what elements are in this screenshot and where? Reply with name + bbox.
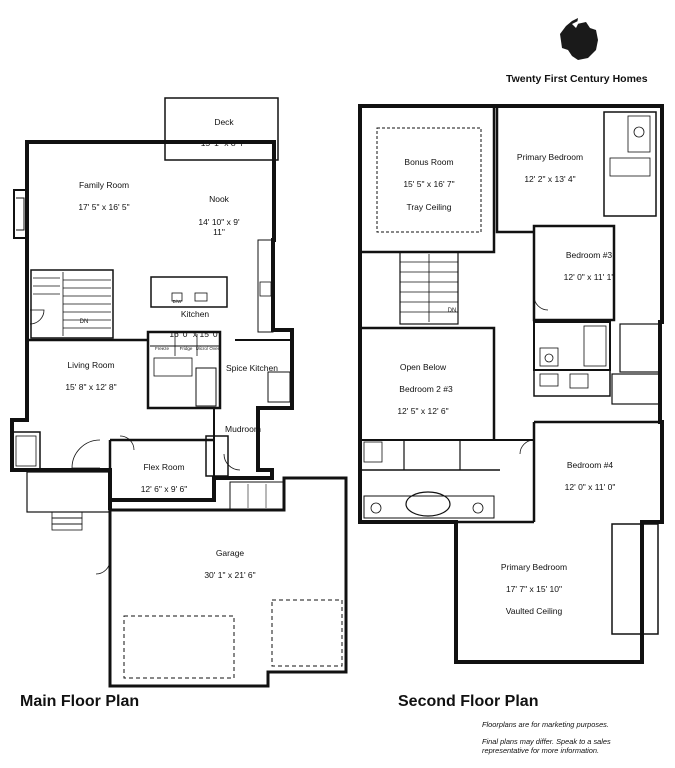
kitchen-name: Kitchen [181, 309, 210, 319]
garage-name: Garage [216, 548, 245, 558]
garage-size: 30' 1" x 21' 6" [204, 570, 255, 580]
bonus-room-size: 15' 5" x 16' 7" [403, 179, 454, 189]
bedroom4-name: Bedroom #4 [567, 460, 614, 470]
bedroom3-name: Bedroom #3 [566, 250, 613, 260]
living-room-size: 15' 8" x 12' 8" [65, 382, 116, 392]
nook-size-line2: 11" [213, 227, 225, 237]
primary-bedroom-bottom-note: Vaulted Ceiling [506, 606, 563, 616]
fridge-label: Fridge [180, 346, 193, 351]
spice-kitchen-name: Spice Kitchen [226, 363, 278, 373]
disclaimer-line3: representative for more information. [482, 746, 600, 755]
main-floor-walls [10, 97, 348, 688]
bonus-room-name: Bonus Room [404, 157, 453, 167]
primary-bedroom-bottom-name: Primary Bedroom [501, 562, 567, 572]
open-below-overlap: Bedroom 2 #3 [399, 384, 453, 394]
primary-bedroom-bottom-size: 17' 7" x 15' 10" [506, 584, 562, 594]
family-room-size: 17' 5" x 16' 5" [78, 202, 129, 212]
nook-name: Nook [209, 194, 230, 204]
kitchen-size: 16' 0" x 15' 0" [169, 329, 220, 339]
disclaimer-line1: Floorplans are for marketing purposes. [482, 720, 609, 729]
bedroom3-size: 12' 0" x 11' 1" [564, 272, 615, 282]
dishwasher-label: D/W [173, 299, 183, 304]
deck-size: 15' 1" x 8' 7" [201, 138, 248, 148]
living-room-name: Living Room [67, 360, 114, 370]
open-below-name: Open Below [400, 362, 447, 372]
second-floor-title: Second Floor Plan [398, 693, 539, 710]
nook-size-line1: 14' 10" x 9' [198, 217, 240, 227]
mudroom-name: Mudroom [225, 424, 261, 434]
disclaimer: Floorplans are for marketing purposes. F… [482, 720, 672, 755]
main-stair-dn-label: DN [80, 319, 89, 325]
flex-room-name: Flex Room [143, 462, 184, 472]
primary-bedroom-top-size: 12' 2" x 13' 4" [524, 174, 575, 184]
freezer-label: Freeze [155, 346, 170, 351]
second-floor-walls [358, 104, 664, 664]
open-below-size: 12' 5" x 12' 6" [397, 406, 448, 416]
bedroom4-size: 12' 0" x 11' 0" [565, 482, 616, 492]
deck-name: Deck [214, 117, 234, 127]
flex-room-size: 12' 6" x 9' 6" [141, 484, 188, 494]
disclaimer-line2: Final plans may differ. Speak to a sales [482, 737, 611, 746]
micro-oven-label: Micro/ Oven [196, 346, 221, 351]
brand-name: Twenty First Century Homes [506, 73, 648, 85]
primary-bedroom-top-name: Primary Bedroom [517, 152, 583, 162]
bonus-room-note: Tray Ceiling [406, 202, 451, 212]
upper-stair-dn-label: DN [448, 308, 457, 314]
main-floor-title: Main Floor Plan [20, 693, 140, 710]
family-room-name: Family Room [79, 180, 129, 190]
